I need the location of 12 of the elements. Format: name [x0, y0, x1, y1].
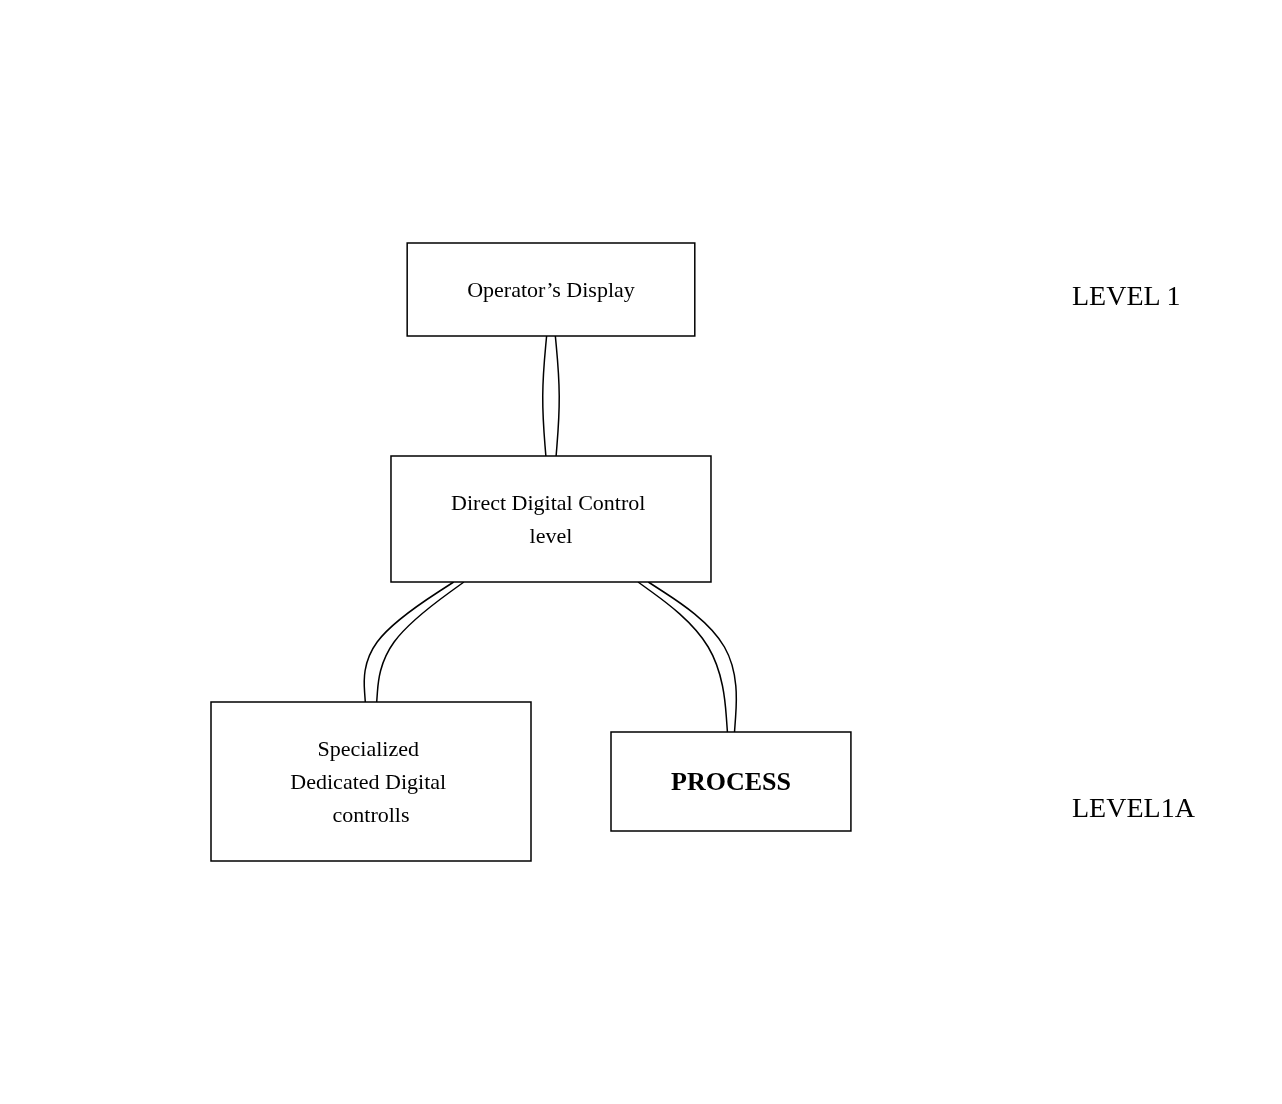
node-box: Operator’s Display	[406, 242, 696, 337]
connector	[542, 335, 548, 457]
connector	[637, 581, 729, 733]
connector	[647, 581, 738, 733]
node-box: Direct Digital Control level	[390, 455, 712, 583]
connector	[376, 581, 465, 703]
node-box: Specialized Dedicated Digital controlls	[210, 701, 532, 862]
connector	[363, 581, 455, 703]
connector	[554, 335, 560, 457]
level-label: LEVEL1A	[1072, 792, 1196, 824]
level-label: LEVEL 1	[1072, 280, 1182, 312]
node-box: PROCESS	[610, 731, 852, 832]
